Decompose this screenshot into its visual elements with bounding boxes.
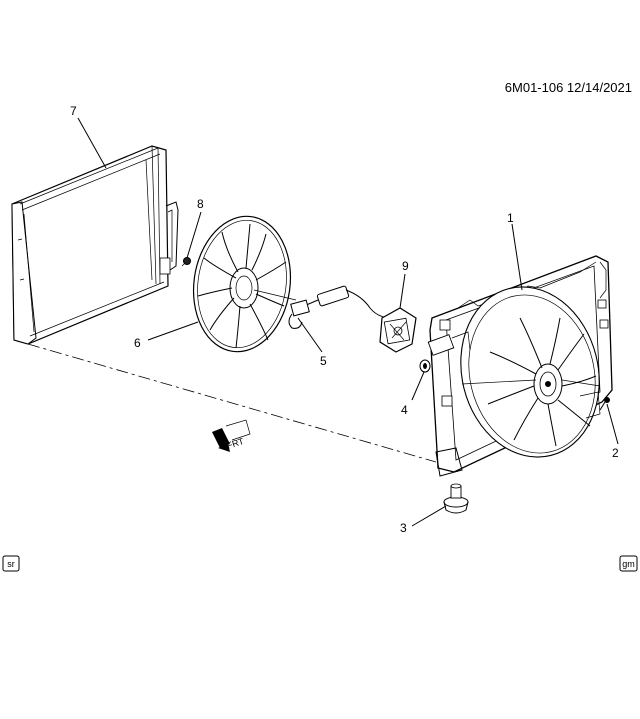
badge-gm-text: gm: [622, 559, 635, 569]
front-label: FRT: [226, 436, 246, 451]
leader-lines: [77, 117, 619, 527]
callout-3: 3: [400, 521, 407, 535]
callout-1: 1: [507, 211, 514, 225]
badge-sr-text: sr: [7, 559, 15, 569]
alignment-line: [27, 343, 437, 463]
fan-blade: [192, 215, 292, 353]
wiring-harness: [253, 285, 393, 329]
callout-5: 5: [320, 354, 327, 368]
fan-shroud: [427, 255, 613, 477]
callout-2: 2: [612, 446, 619, 460]
screw-part-2: [599, 397, 610, 411]
fan-motor-module: [379, 307, 417, 353]
callout-6: 6: [134, 336, 141, 350]
bolt-part-8: [181, 257, 191, 267]
callout-8: 8: [197, 197, 204, 211]
nut-part-4: [419, 359, 431, 373]
callout-9: 9: [402, 259, 409, 273]
condenser: [11, 145, 179, 345]
badge-sr: sr: [2, 555, 20, 572]
badge-gm: gm: [619, 555, 638, 572]
insulator-part-3: [443, 483, 469, 514]
diagram-id: 6M01-106 12/14/2021: [505, 80, 632, 95]
callout-7: 7: [70, 104, 77, 118]
callout-4: 4: [401, 403, 408, 417]
front-direction-indicator: FRT: [212, 419, 251, 452]
